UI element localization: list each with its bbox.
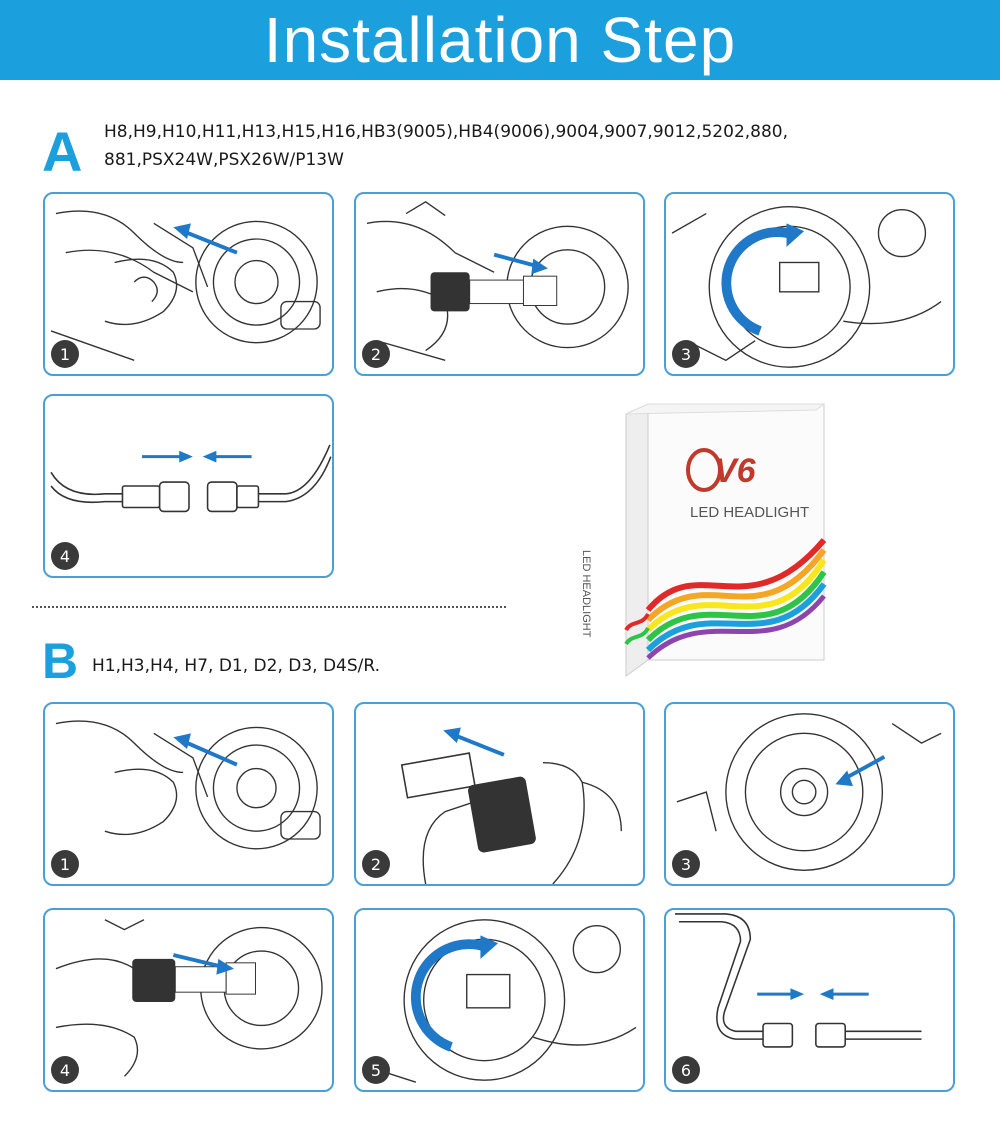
product-box-image: V6 LED HEADLIGHT LED HEADLIGHT [580, 400, 838, 690]
step-number-badge: 2 [362, 850, 390, 878]
socket-illustration [676, 713, 942, 871]
release-clip-illustration [400, 727, 622, 884]
section-a-models-line1: H8,H9,H10,H11,H13,H15,H16,HB3(9005),HB4(… [104, 122, 789, 142]
section-b-models: H1,H3,H4, H7, D1, D2, D3, D4S/R. [92, 656, 380, 676]
product-name: LED HEADLIGHT [690, 504, 810, 521]
step-a3-panel: 3 [664, 192, 955, 376]
section-a-models: H8,H9,H10,H11,H13,H15,H16,HB3(9005),HB4(… [104, 118, 984, 174]
insert-bulb-illustration [55, 919, 323, 1077]
section-b-letter: B [42, 633, 79, 689]
step-a4-panel: 4 [43, 394, 334, 578]
twist-lock-illustration [671, 206, 942, 368]
step-b5-panel: 5 [354, 908, 645, 1092]
section-a-models-line2: 881,PSX24W,PSX26W/P13W [104, 150, 344, 170]
step-b6-panel: 6 [664, 908, 955, 1092]
page-title: Installation Step [263, 4, 737, 76]
step-number-badge: 4 [51, 1056, 79, 1084]
step-b1-panel: 1 [43, 702, 334, 886]
step-number-badge: 5 [362, 1056, 390, 1084]
step-b3-panel: 3 [664, 702, 955, 886]
step-number-badge: 3 [672, 850, 700, 878]
product-side-label: LED HEADLIGHT [580, 550, 592, 638]
insert-bulb-illustration [366, 201, 629, 361]
remove-bulb-illustration [55, 720, 321, 850]
step-number-badge: 6 [672, 1056, 700, 1084]
step-number-badge: 4 [51, 542, 79, 570]
step-number-badge: 2 [362, 340, 390, 368]
step-b4-panel: 4 [43, 908, 334, 1092]
remove-bulb-illustration [50, 210, 321, 361]
connect-plug-illustration [50, 444, 332, 513]
section-a-letter: A [42, 120, 83, 183]
step-a1-panel: 1 [43, 192, 334, 376]
connect-plug-illustration [674, 913, 922, 1048]
product-logo: V6 [714, 452, 756, 490]
step-number-badge: 1 [51, 340, 79, 368]
step-number-badge: 1 [51, 850, 79, 878]
section-divider [32, 606, 506, 608]
step-a2-panel: 2 [354, 192, 645, 376]
step-b2-panel: 2 [354, 702, 645, 886]
twist-lock-illustration [366, 919, 637, 1083]
header-banner: Installation Step [0, 0, 1000, 80]
step-number-badge: 3 [672, 340, 700, 368]
product-package [624, 403, 827, 677]
